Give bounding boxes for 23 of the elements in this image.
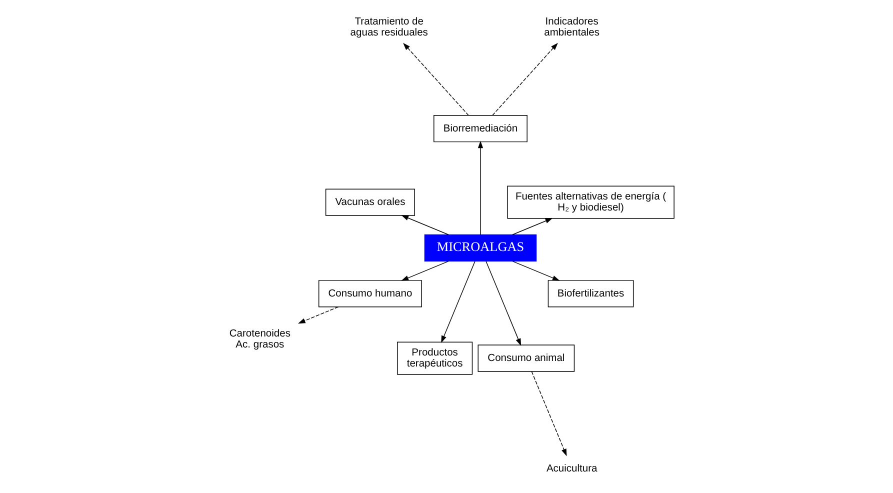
arrow (512, 260, 560, 281)
node-box: Biorremediación (433, 115, 527, 142)
node-text: Indicadores ambientales (544, 16, 600, 39)
node-box: Productos terapéuticos (396, 342, 472, 375)
arrow (402, 42, 468, 116)
arrow (492, 42, 558, 116)
node-text: Tratamiento de aguas residuales (350, 16, 428, 39)
arrow (530, 371, 566, 456)
node-box: Fuentes alternativas de energía ( H₂ y biodiesel) (506, 186, 674, 219)
node-box: Consumo animal (477, 344, 574, 372)
arrow (440, 260, 475, 344)
node-box: Vacunas orales (324, 188, 414, 216)
arrow (297, 306, 338, 324)
node-text: Acuicultura (546, 463, 597, 474)
arrow (477, 140, 483, 236)
node-text: Carotenoides Ac. grasos (228, 328, 290, 351)
node-box: MICROALGAS (424, 234, 536, 262)
node-box: Consumo humano (318, 280, 422, 308)
arrow (485, 260, 521, 346)
node-box: Biofertilizantes (547, 280, 634, 308)
arrow (400, 215, 448, 236)
arrow (512, 218, 552, 236)
arrow (400, 260, 448, 281)
